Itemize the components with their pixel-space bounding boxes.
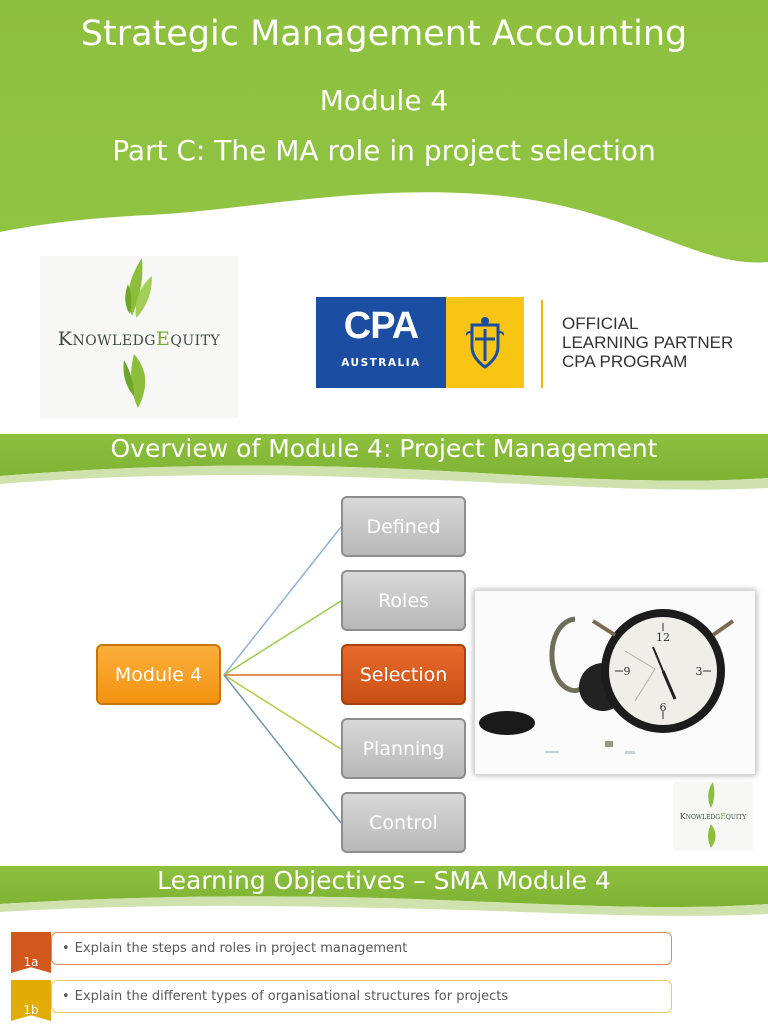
knowledgequity-logo: KNOWLEDGEQUITY	[40, 256, 238, 418]
objective-text: Explain the different types of organisat…	[74, 989, 509, 1004]
leaf-icon	[123, 258, 152, 408]
module-4-node: Module 4	[96, 644, 221, 705]
learning-objectives-slide: Learning Objectives – SMA Module 4 1a • E…	[0, 866, 768, 1024]
objective-tag-1b: 1b	[11, 980, 51, 1021]
objectives-title: Learning Objectives – SMA Module 4	[157, 866, 611, 895]
knowledgequity-wordmark: KNOWLEDGEQUITY	[57, 328, 221, 350]
svg-text:3: 3	[696, 665, 703, 678]
cpa-logo-subtext: AUSTRALIA	[341, 357, 421, 369]
roles-node: Roles	[341, 570, 466, 631]
leaf-icon	[708, 782, 716, 848]
defined-node: Defined	[341, 496, 466, 557]
crest-icon	[466, 317, 504, 369]
partner-line: LEARNING PARTNER	[562, 333, 734, 352]
svg-text:12: 12	[656, 631, 670, 644]
green-header-band	[0, 866, 768, 916]
knowledgequity-logo-small: KNOWLEDGEQUITY	[673, 782, 753, 850]
overview-slide: Overview of Module 4: Project Management…	[0, 434, 768, 860]
objective-1b: • Explain the different types of organisa…	[51, 980, 672, 1013]
svg-text:9: 9	[624, 665, 631, 678]
selection-node: Selection	[341, 644, 466, 705]
knowledgequity-wordmark-small: KNOWLEDGEQUITY	[679, 812, 747, 821]
connector	[223, 674, 342, 824]
overview-title: Overview of Module 4: Project Management	[110, 434, 658, 463]
green-header-band	[0, 434, 768, 490]
partner-line: CPA PROGRAM	[562, 352, 688, 371]
connector	[223, 600, 342, 676]
module-subtitle: Module 4	[319, 84, 449, 117]
partner-line: OFFICIAL	[562, 314, 639, 333]
broken-clock-photo: 12 6 9 3	[474, 590, 756, 775]
objective-text: Explain the steps and roles in project m…	[74, 941, 408, 956]
planning-node: Planning	[341, 718, 466, 779]
slide-title: Strategic Management Accounting	[80, 14, 688, 54]
cpa-divider	[541, 300, 543, 388]
mindmap-connectors	[223, 526, 342, 824]
objective-tag-1a: 1a	[11, 932, 51, 973]
part-subtitle: Part C: The MA role in project selection	[112, 134, 656, 167]
bullet: •	[62, 989, 70, 1004]
connector	[223, 526, 342, 676]
objective-1a: • Explain the steps and roles in project …	[51, 932, 672, 965]
cpa-logo-box: CPA AUSTRALIA	[316, 297, 446, 388]
title-slide: Strategic Management Accounting Module 4…	[0, 0, 768, 428]
green-header-wave	[0, 0, 768, 263]
clock-illustration-icon: 12 6 9 3	[479, 609, 735, 754]
connector	[223, 674, 342, 750]
svg-text:6: 6	[660, 701, 667, 714]
cpa-crest-panel	[446, 297, 524, 388]
learning-partner-text: OFFICIAL LEARNING PARTNER CPA PROGRAM	[562, 314, 733, 371]
bullet: •	[62, 941, 70, 956]
cpa-logo-text: CPA	[343, 305, 419, 347]
control-node: Control	[341, 792, 466, 853]
